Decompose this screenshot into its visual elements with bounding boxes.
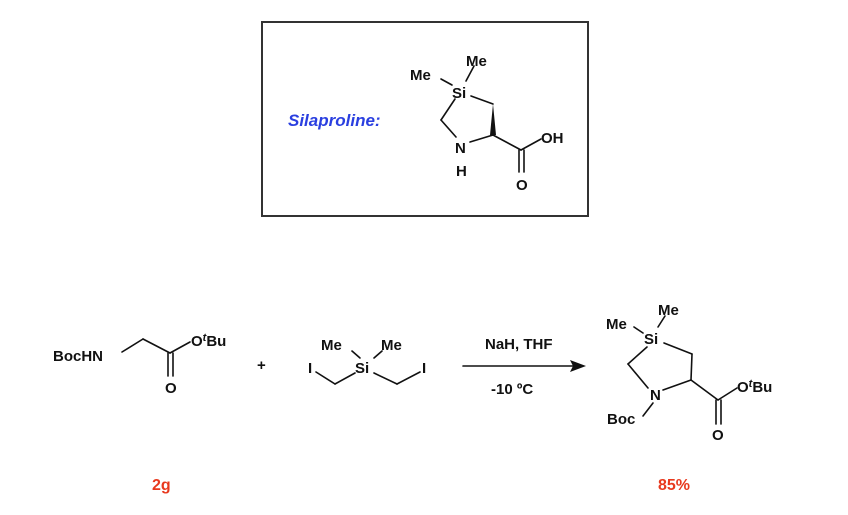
iodine-label: I xyxy=(308,360,312,377)
ester-label: OtBu xyxy=(737,378,772,396)
methyl-label: Me xyxy=(410,67,431,84)
methyl-label: Me xyxy=(381,337,402,354)
silaproline-label: Silaproline: xyxy=(288,111,381,130)
methyl-label: Me xyxy=(466,53,487,70)
methyl-label: Me xyxy=(658,302,679,319)
carbonyl-oxygen-label: O xyxy=(712,427,724,444)
reactant-bis-iodomethyl-dimethylsilane: Me Me Si I I xyxy=(308,337,426,385)
silicon-label: Si xyxy=(452,85,466,102)
bochn-label: BocHN xyxy=(53,348,103,365)
iodine-label: I xyxy=(422,360,426,377)
plus-sign: + xyxy=(257,357,266,374)
product-boc-silaproline-ester: Me Me Si N Boc OtBu O xyxy=(606,302,772,444)
wedge-bond xyxy=(490,104,496,135)
hydroxyl-label: OH xyxy=(541,130,564,147)
reagents-label: NaH, THF xyxy=(485,336,553,353)
silicon-label: Si xyxy=(355,360,369,377)
ester-label: OtBu xyxy=(191,332,226,350)
nitrogen-label: N xyxy=(455,140,466,157)
carbonyl-oxygen-label: O xyxy=(165,380,177,397)
boc-label: Boc xyxy=(607,411,635,428)
silaproline-structure: Me Me Si N H OH O xyxy=(410,53,564,194)
methyl-label: Me xyxy=(321,337,342,354)
highlight-box xyxy=(261,21,589,217)
hydrogen-label: H xyxy=(456,163,467,180)
temperature-label: -10 ºC xyxy=(491,381,533,398)
carbonyl-oxygen-label: O xyxy=(516,177,528,194)
reactant-boc-glycine-ester: BocHN OtBu O xyxy=(53,332,226,397)
methyl-label: Me xyxy=(606,316,627,333)
starting-amount: 2g xyxy=(152,477,171,494)
reaction-arrow xyxy=(462,360,586,372)
silicon-label: Si xyxy=(644,331,658,348)
nitrogen-label: N xyxy=(650,387,661,404)
product-yield: 85% xyxy=(658,477,690,494)
